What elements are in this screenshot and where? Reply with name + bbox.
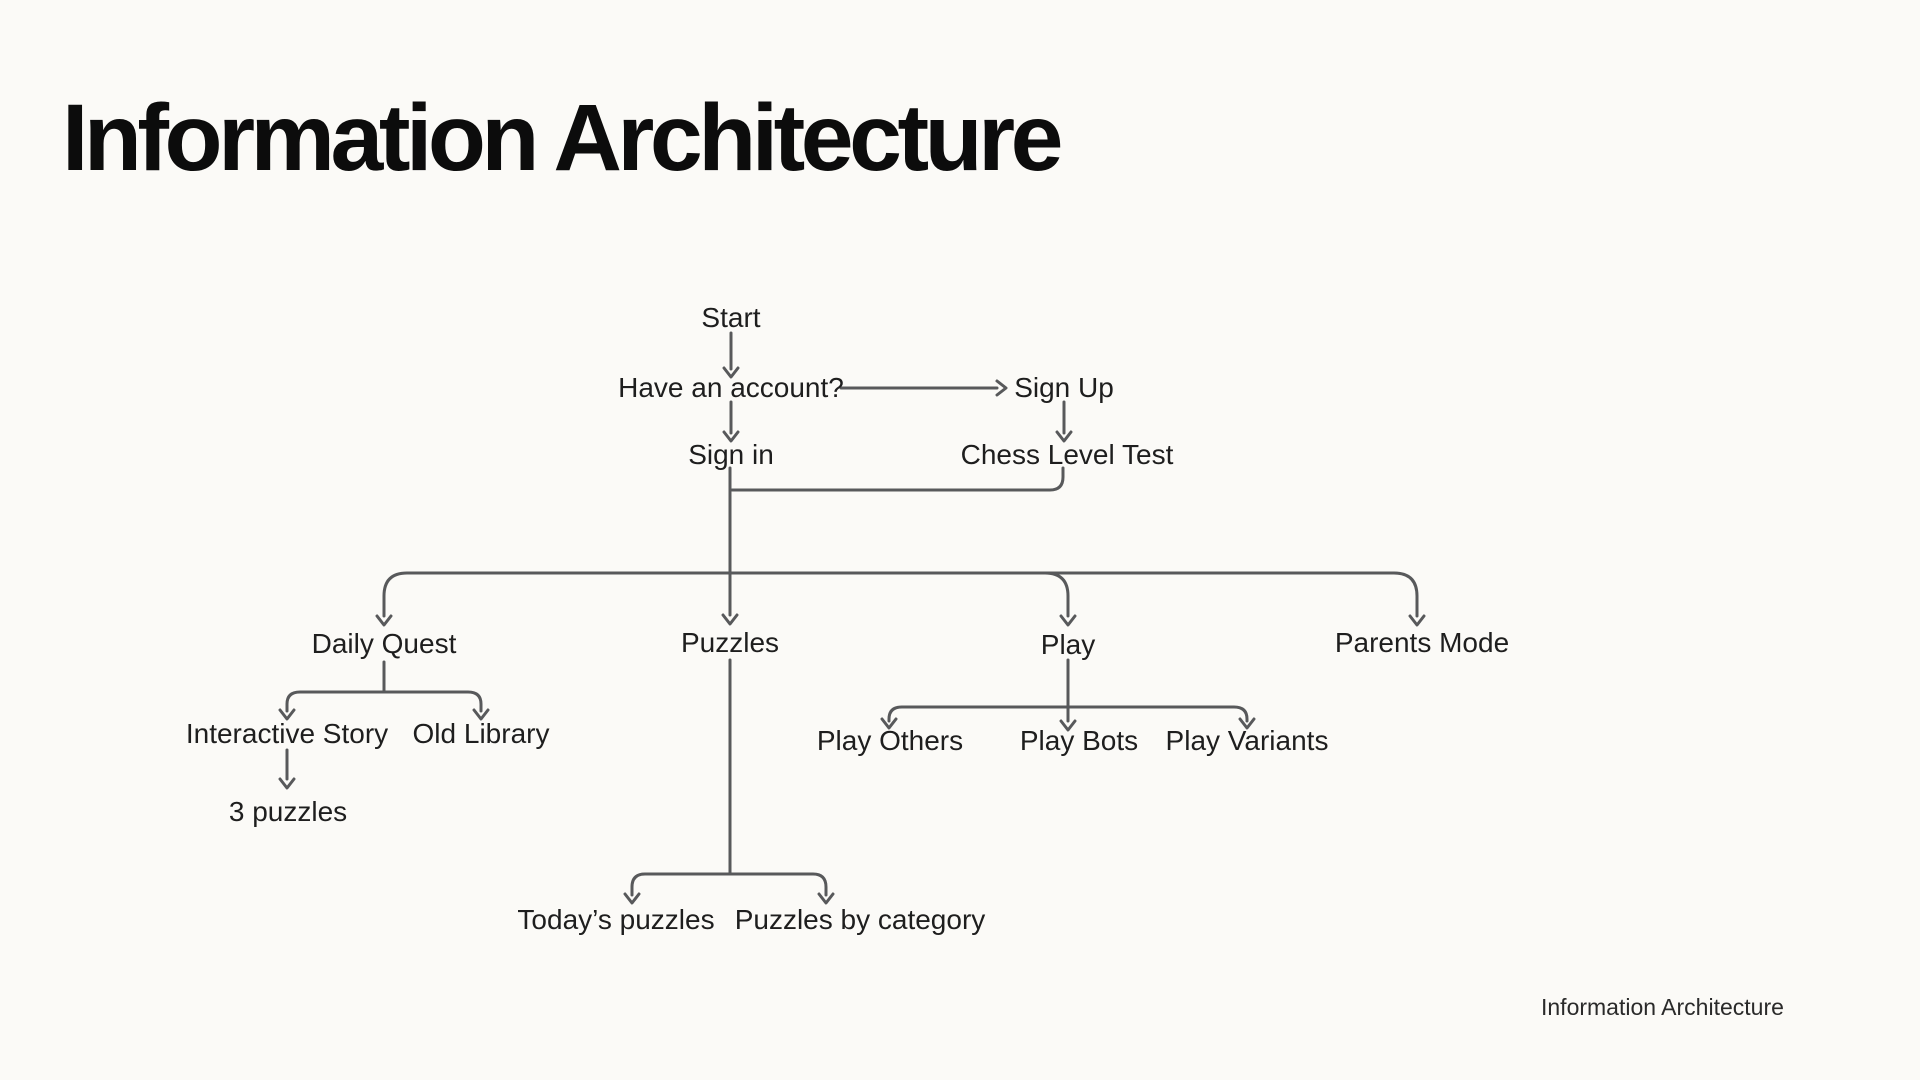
connector-puzzles-split <box>630 872 828 897</box>
connector-distribution-line <box>382 571 1419 618</box>
arrowhead-down-puzzles-by-category <box>817 892 835 905</box>
node-old-library: Old Library <box>412 718 550 749</box>
node-todays-puzzles: Today’s puzzles <box>517 904 715 935</box>
connector-daily-quest-split <box>285 690 483 713</box>
node-daily-quest: Daily Quest <box>311 628 457 659</box>
arrowhead-down-have-account <box>722 366 740 379</box>
arrowhead-down-sign-in <box>722 430 740 443</box>
node-play-others: Play Others <box>816 725 964 756</box>
node-chess-level-test: Chess Level Test <box>960 439 1174 470</box>
node-interactive-story: Interactive Story <box>185 718 389 749</box>
arrowhead-down-chess-level-test <box>1055 430 1073 443</box>
arrowhead-down-puzzles <box>721 613 739 626</box>
arrowhead-down-play-bots <box>1059 719 1077 732</box>
connector-chess-level-test-elbow <box>730 466 1065 492</box>
node-start: Start <box>701 302 761 333</box>
connector-play-split <box>887 705 1249 723</box>
arrowhead-down-todays-puzzles <box>623 892 641 905</box>
node-sign-up: Sign Up <box>1014 372 1114 403</box>
connector-play-branch <box>1043 571 1070 618</box>
node-play-variants: Play Variants <box>1165 725 1329 756</box>
node-puzzles-by-category: Puzzles by category <box>734 904 986 935</box>
node-parents-mode: Parents Mode <box>1334 627 1510 658</box>
arrowhead-right-sign-up <box>995 379 1008 397</box>
arrowhead-down-3-puzzles <box>278 777 296 790</box>
footer-label: Information Architecture <box>1541 994 1784 1020</box>
node-puzzles: Puzzles <box>680 627 780 658</box>
node-sign-in: Sign in <box>688 439 774 470</box>
page-title: Information Architecture <box>62 85 1063 191</box>
arrowhead-down-play <box>1059 614 1077 627</box>
node-have-account: Have an account? <box>618 372 844 403</box>
arrowhead-down-play-variants <box>1238 717 1256 730</box>
node-3-puzzles: 3 puzzles <box>228 796 348 827</box>
arrowhead-down-play-others <box>880 717 898 730</box>
node-play-bots: Play Bots <box>1019 725 1139 756</box>
arrowhead-down-interactive-story <box>278 708 296 721</box>
arrowhead-down-daily-quest <box>375 614 393 627</box>
arrowhead-down-parents-mode <box>1408 614 1426 627</box>
arrowhead-down-old-library <box>472 708 490 721</box>
node-play: Play <box>1040 629 1096 660</box>
